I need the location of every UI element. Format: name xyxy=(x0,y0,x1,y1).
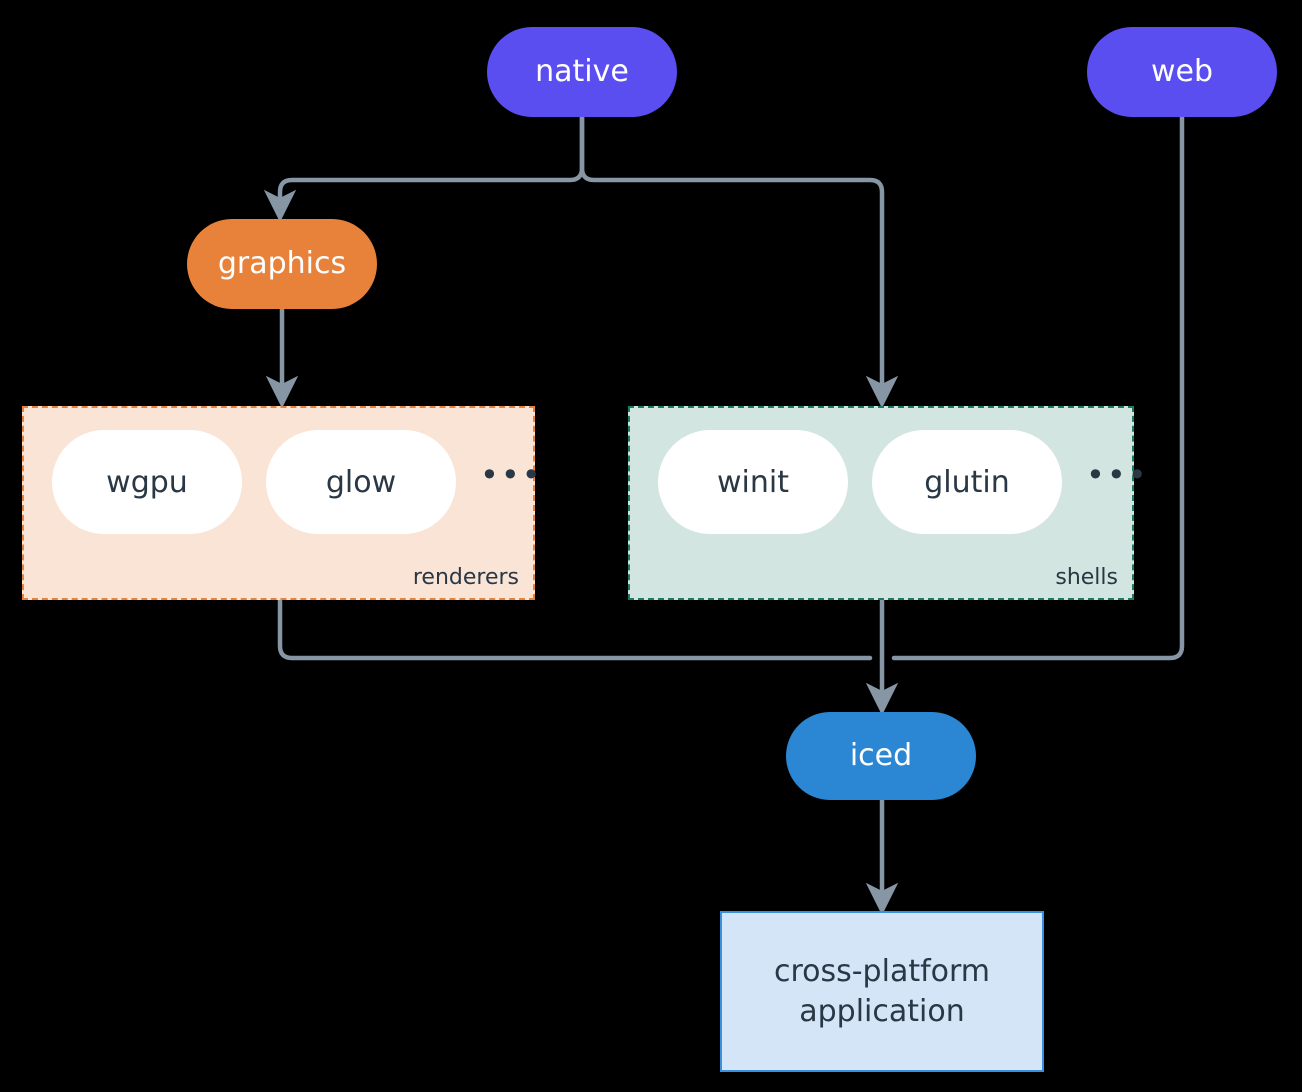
application-label-line2: application xyxy=(799,993,965,1029)
edge-native-to-graphics xyxy=(263,114,585,223)
node-iced[interactable]: iced xyxy=(786,712,976,800)
group-shells-items: winit glutin ••• xyxy=(630,408,1149,534)
group-shells-label: shells xyxy=(1055,565,1118,590)
chip-glow-label: glow xyxy=(325,464,397,500)
edge-native-to-shells xyxy=(579,114,899,409)
node-web[interactable]: web xyxy=(1087,27,1277,117)
node-native[interactable]: native xyxy=(487,27,677,117)
group-renderers: wgpu glow ••• renderers xyxy=(22,406,541,600)
chip-wgpu[interactable]: wgpu xyxy=(52,430,242,534)
node-graphics-label: graphics xyxy=(217,246,347,282)
node-cross-platform-application[interactable]: cross-platform application xyxy=(720,911,1044,1072)
chip-glow[interactable]: glow xyxy=(266,430,456,534)
node-web-label: web xyxy=(1150,54,1214,90)
chip-glutin[interactable]: glutin xyxy=(872,430,1062,534)
shells-ellipsis-icon: ••• xyxy=(1086,456,1149,495)
node-graphics[interactable]: graphics xyxy=(187,219,377,309)
group-renderers-label: renderers xyxy=(412,565,519,590)
group-shells: winit glutin ••• shells xyxy=(628,406,1147,600)
chip-winit-label: winit xyxy=(717,464,789,500)
chip-winit[interactable]: winit xyxy=(658,430,848,534)
application-label-line1: cross-platform xyxy=(773,953,991,989)
node-iced-label: iced xyxy=(849,738,913,774)
chip-wgpu-label: wgpu xyxy=(106,464,188,500)
group-renderers-items: wgpu glow ••• xyxy=(24,408,543,534)
renderers-ellipsis-icon: ••• xyxy=(480,456,543,495)
node-native-label: native xyxy=(535,54,629,90)
edge-renderers-to-iced xyxy=(277,598,873,661)
chip-glutin-label: glutin xyxy=(924,464,1010,500)
